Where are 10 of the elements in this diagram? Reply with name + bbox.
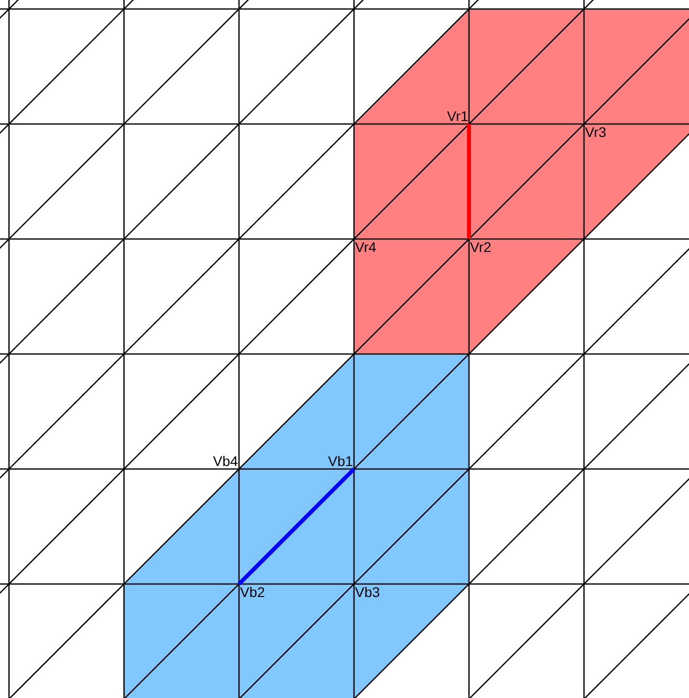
vertex-label: Vr3 — [584, 124, 608, 140]
vertex-label: Vr2 — [469, 239, 492, 255]
highlighted-edge — [238, 468, 356, 586]
vertex-label: Vb1 — [327, 453, 354, 469]
vertex-label: Vr1 — [446, 108, 470, 124]
vertex-label: Vr4 — [354, 239, 378, 255]
highlighted-edge — [467, 124, 471, 239]
vertex-label: Vb4 — [212, 453, 239, 469]
vertex-label: Vb3 — [354, 584, 381, 600]
vertex-label: Vb2 — [239, 584, 266, 600]
